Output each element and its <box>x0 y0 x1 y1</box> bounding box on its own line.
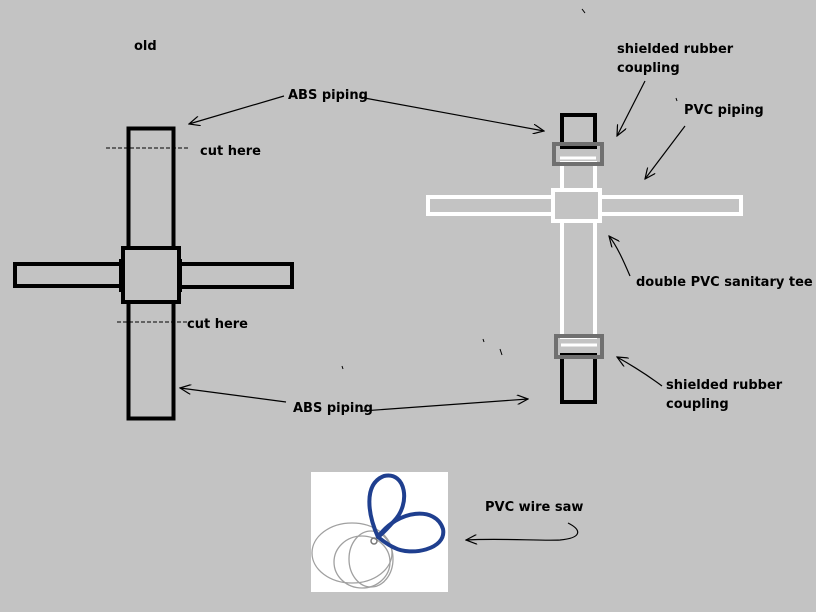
abs-stub-bottom <box>560 353 597 404</box>
new-pvc-assembly <box>426 113 743 404</box>
label-old: old <box>134 39 157 54</box>
label-abs-piping-bottom: ABS piping <box>293 401 373 416</box>
label-shielded-coupling-top-2: coupling <box>617 61 680 76</box>
coupling-bottom <box>554 334 604 359</box>
arrow-coupling-bottom <box>617 357 663 387</box>
arrow-sanitary-tee <box>609 236 631 277</box>
wire-saw-handles <box>367 473 446 554</box>
arrows <box>180 80 686 540</box>
abs-fitting <box>121 246 181 304</box>
label-cut-here-bottom: cut here <box>187 317 248 332</box>
abs-stub-top <box>560 113 597 149</box>
label-cut-here-top: cut here <box>200 144 261 159</box>
abs-horizontal-pipe-left <box>13 262 125 288</box>
label-double-pvc-tee: double PVC sanitary tee <box>636 275 813 290</box>
label-shielded-coupling-bottom-1: shielded rubber <box>666 378 783 393</box>
label-shielded-coupling-top-1: shielded rubber <box>617 42 734 57</box>
arrow-pvc-piping <box>645 125 686 179</box>
label-abs-piping-top: ABS piping <box>288 88 368 103</box>
label-pvc-wire-saw: PVC wire saw <box>485 500 583 515</box>
stray-marks <box>341 8 678 370</box>
old-abs-assembly <box>13 126 294 421</box>
wire-saw-ring <box>370 537 378 545</box>
label-pvc-piping: PVC piping <box>684 103 764 118</box>
arrow-coupling-top <box>617 80 646 136</box>
wire-saw-photo <box>311 472 448 592</box>
arrow-abs-bottom-to-old <box>180 388 287 403</box>
abs-horizontal-pipe-right <box>176 262 294 289</box>
labels: old ABS piping cut here cut here ABS pip… <box>134 39 813 515</box>
coupling-top <box>552 142 604 166</box>
arrow-abs-bottom-to-new <box>361 399 528 412</box>
arrow-abs-top-to-new <box>358 96 544 131</box>
wire-saw-wire <box>311 522 394 589</box>
arrow-wire-saw <box>466 522 579 540</box>
pvc-sanitary-tee <box>551 188 602 223</box>
label-shielded-coupling-bottom-2: coupling <box>666 397 729 412</box>
arrow-abs-top-to-old <box>189 95 285 124</box>
